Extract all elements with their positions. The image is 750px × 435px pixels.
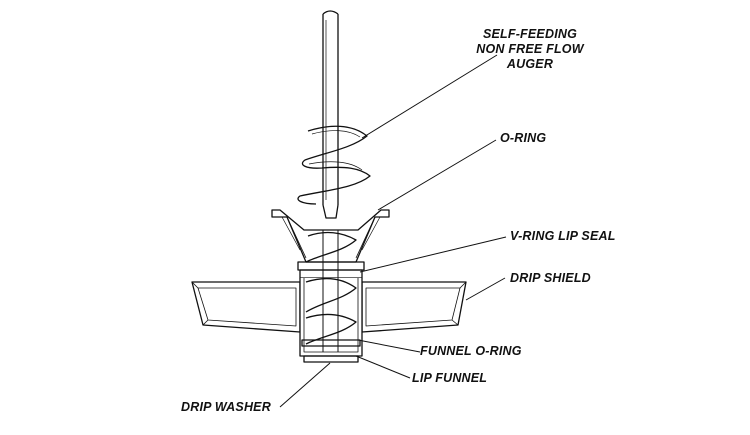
auger-label: SELF-FEEDING NON FREE FLOW AUGER [470,27,590,72]
funnel-housing [271,209,390,279]
funnel-o-ring-leader [357,339,421,353]
v-ring-label: V-RING LIP SEAL [510,229,616,243]
lip-funnel-label: LIP FUNNEL [412,371,488,385]
auger-label-line-2: NON FREE FLOW [476,42,584,56]
auger-label-line-3: AUGER [506,57,554,71]
v-ring-leader [359,236,507,273]
o-ring-label: O-RING [500,131,547,145]
lip-funnel-tube [299,278,363,363]
drip-washer-label: DRIP WASHER [181,400,271,414]
drip-shield-left [191,281,301,333]
drip-shield-label: DRIP SHIELD [510,271,591,285]
o-ring-leader [377,139,497,211]
drip-shield-right [361,281,467,333]
auger-label-line-1: SELF-FEEDING [482,27,578,41]
inner-auger [305,230,357,352]
auger-leader [361,54,498,139]
drip-shield-leader [465,277,506,301]
leader-lines [279,54,507,408]
auger-flights [297,125,371,205]
drip-washer-leader [279,362,331,408]
auger-shaft [322,10,339,219]
lip-funnel-leader [355,355,411,379]
funnel-o-ring-label: FUNNEL O-RING [420,344,522,358]
